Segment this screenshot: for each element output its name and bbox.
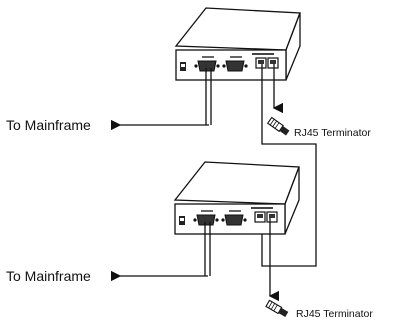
mainframe-label: To Mainframe [6, 117, 91, 133]
rj45-port-icon [266, 211, 278, 223]
device-unit-bottom [173, 161, 300, 235]
rj45-terminator-icon [265, 299, 289, 318]
cable-mainframe-top [110, 68, 212, 131]
cable-daisy-chain [261, 64, 317, 267]
cable-mainframe-bottom [110, 222, 211, 282]
rj45-port-icon [255, 57, 267, 69]
terminator-label: RJ45 Terminator [294, 127, 371, 139]
serial-port-icon [222, 60, 248, 72]
terminator-label: RJ45 Terminator [296, 308, 373, 320]
rj45-port-icon [254, 211, 266, 223]
rj45-terminator-icon [266, 116, 290, 136]
mainframe-label: To Mainframe [6, 268, 91, 284]
device-unit-top [174, 7, 301, 81]
serial-port-icon [221, 214, 247, 226]
rj45-port-icon [267, 57, 279, 69]
